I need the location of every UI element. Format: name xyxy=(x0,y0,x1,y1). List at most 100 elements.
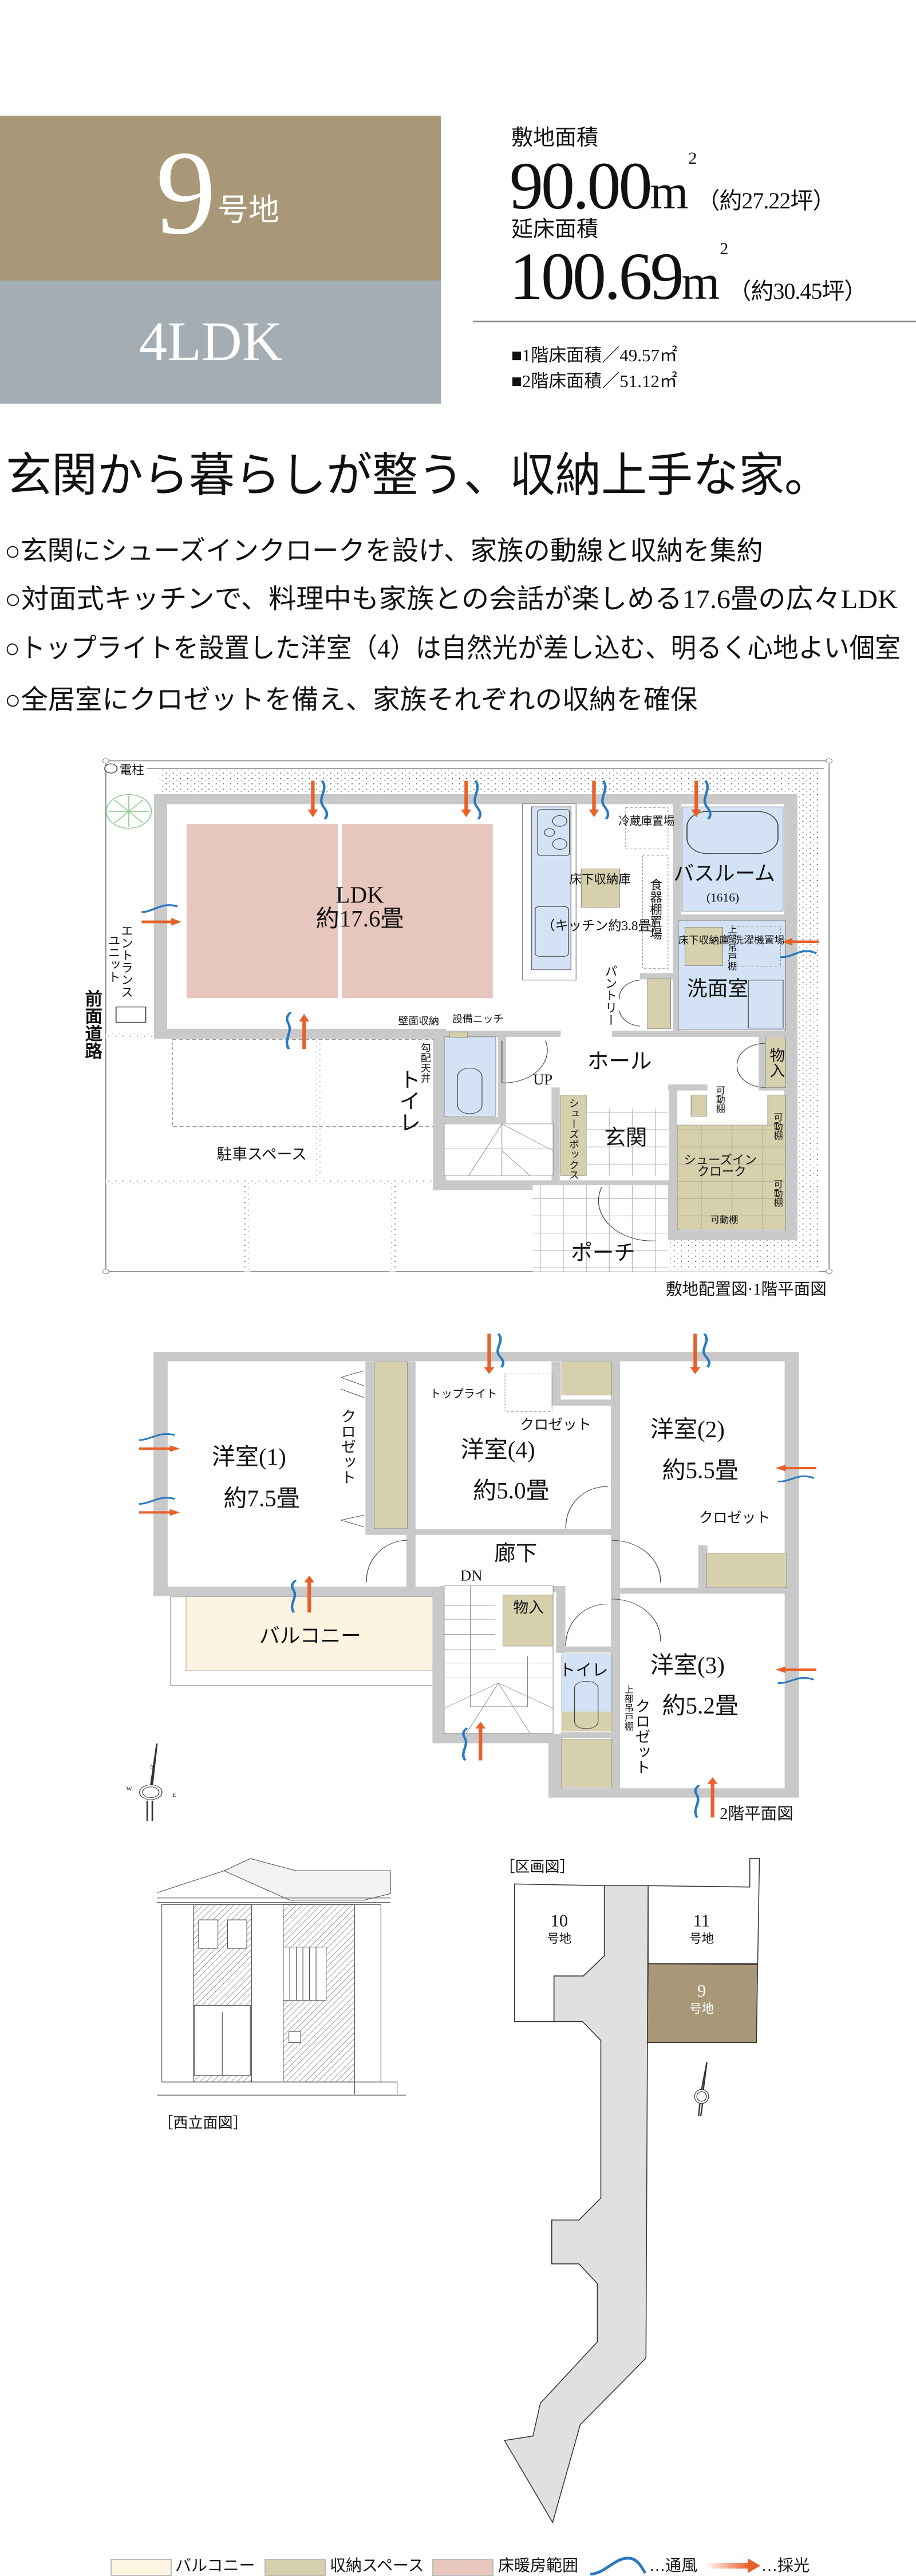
legend-label: 床暖房範囲 xyxy=(498,2557,579,2575)
stove-icon xyxy=(537,809,570,856)
toilet-icon xyxy=(457,1068,483,1114)
plan2-labels: 洋室(1) 約7.5畳 クロゼット トップライト クロゼット 洋室(4) 約5.… xyxy=(212,1388,793,1823)
airflow-light-arrows xyxy=(141,780,819,1050)
door-swings xyxy=(341,1370,661,1647)
district-map xyxy=(503,1858,760,2524)
compass-icon: N E W xyxy=(127,1743,176,1821)
site-area-value: 90.00 xyxy=(510,148,652,223)
storage-closet xyxy=(503,1595,554,1647)
closet-room4 xyxy=(561,1361,613,1396)
shoe-in-closet xyxy=(677,1125,786,1230)
stairs-lines xyxy=(444,1123,554,1176)
site-area-label: 敷地面積 xyxy=(511,126,599,150)
hallway-label: 廊下 xyxy=(494,1541,537,1565)
legend-swatch-storage xyxy=(264,2559,326,2576)
elevation-caption: ［西立面図］ xyxy=(159,2115,248,2132)
shelf-label: 可動棚 xyxy=(772,1113,783,1141)
airflow-light-arrows xyxy=(139,1333,816,1818)
toilet-label: トイレ xyxy=(396,1068,419,1133)
site-area-unit-sup: 2 xyxy=(688,149,697,168)
light-wind-arrow-icon xyxy=(484,1333,505,1374)
toilet-label: トイレ xyxy=(559,1662,609,1680)
room2-label: 洋室(2) xyxy=(650,1416,725,1442)
light-wind-arrow-icon xyxy=(690,1333,711,1374)
light-wind-arrow-icon xyxy=(461,1722,486,1761)
upper-cabinet-label: 上部吊戸棚 xyxy=(726,925,737,971)
stairs-lines xyxy=(444,1585,554,1734)
down-label: DN xyxy=(460,1567,483,1584)
cupboard-space xyxy=(642,855,669,969)
floor-heating-area xyxy=(342,824,493,999)
elevation-and-district: ［西立面図］ ［区画図］ 10 号地 11 号地 9 号地 xyxy=(157,1858,760,2524)
light-wind-arrow-icon xyxy=(775,1465,816,1482)
room1-label: 洋室(1) xyxy=(212,1443,286,1470)
light-wind-arrow-icon xyxy=(290,1575,315,1613)
feature-item: ○トップライトを設置した洋室（4）は自然光が差し込む、明るく心地よい個室 xyxy=(5,634,901,664)
feature-item: ○全居室にクロゼットを備え、家族それぞれの収納を確保 xyxy=(5,685,698,715)
divider xyxy=(473,321,916,322)
toplight-label: トップライト xyxy=(430,1388,498,1401)
lot-number: 9 xyxy=(156,127,216,259)
room4-size: 約5.0畳 xyxy=(473,1477,549,1504)
sink-icon xyxy=(535,906,569,957)
lot-9-number: 9 xyxy=(697,1981,706,2001)
compass-icon xyxy=(694,2062,709,2117)
plan1-caption: 敷地配置図·1階平面図 xyxy=(666,1280,827,1299)
wall-storage-label: 壁面収納 xyxy=(398,1015,439,1027)
feature-item: ○対面式キッチンで、料理中も家族との会話が楽しめる17.6畳の広々LDK xyxy=(5,585,898,614)
movable-shelf-small xyxy=(690,1095,707,1117)
utility-pole-icon xyxy=(104,763,118,774)
gravel xyxy=(105,769,819,1272)
entrance-unit-label: エントランス xyxy=(120,925,133,999)
legend-label: バルコニー xyxy=(175,2557,255,2575)
layout-type: 4LDK xyxy=(139,311,283,373)
lot-11-number: 11 xyxy=(693,1911,710,1931)
lot-10-number: 10 xyxy=(550,1911,568,1931)
closet-label: クロゼット xyxy=(520,1417,591,1433)
light-wind-arrow-icon xyxy=(694,1777,718,1818)
bathtub-icon xyxy=(686,811,779,854)
light-wind-arrow-icon xyxy=(780,938,819,958)
upper-cabinet-label: 上部吊戸棚 xyxy=(623,1685,634,1731)
storage-label: 物入 xyxy=(767,1047,784,1078)
door-swings xyxy=(502,980,765,1241)
west-elevation-drawing xyxy=(157,1858,406,2096)
light-wind-arrow-icon xyxy=(589,780,610,820)
wind-icon xyxy=(590,2557,646,2575)
lot-10-suffix: 号地 xyxy=(547,1932,571,1946)
washer-space xyxy=(737,926,781,967)
kitchen-label: （キッチン約3.8畳） xyxy=(542,919,665,934)
shoe-closet-label: シューズイン xyxy=(684,1153,756,1167)
room3-size: 約5.2畳 xyxy=(662,1692,738,1718)
hall-label: ホール xyxy=(587,1050,652,1074)
underfloor-label-2: 床下収納庫 xyxy=(678,934,729,946)
cupboard-label: 食器棚置場 xyxy=(649,878,662,940)
kitchen-counter-top xyxy=(531,806,571,971)
tree-icon xyxy=(105,794,152,829)
niche-label: 設備ニッチ xyxy=(452,1013,503,1024)
closet-label: クロゼット xyxy=(338,1409,356,1485)
balcony-label: バルコニー xyxy=(259,1624,361,1647)
closet-room3 xyxy=(561,1739,613,1788)
site-area: 90.00m2 （約27.22坪） xyxy=(510,149,835,220)
site-area-tsubo: （約27.22坪） xyxy=(697,188,835,214)
closet-label: クロゼット xyxy=(633,1698,650,1775)
plan2-caption: 2階平面図 xyxy=(720,1805,793,1823)
feature-item: ○玄関にシューズインクロークを設け、家族の動線と収納を集約 xyxy=(5,536,763,566)
fridge-label: 冷蔵庫置場 xyxy=(618,815,674,828)
floor-area: 100.69m2（約30.45坪） xyxy=(510,239,867,311)
sloped-ceiling-label: 勾配天井 xyxy=(420,1042,431,1083)
site-area-unit: m xyxy=(650,164,689,219)
site-boundary xyxy=(105,760,830,1272)
floor-area-tsubo: （約30.45坪） xyxy=(728,278,867,304)
legend-swatch-floor-heating xyxy=(432,2559,493,2576)
ldk-label: LDK xyxy=(335,882,384,908)
room3-label: 洋室(3) xyxy=(650,1652,725,1678)
toilet-icon xyxy=(574,1681,599,1729)
bathroom xyxy=(681,806,784,912)
stairs xyxy=(444,1123,554,1176)
shoe-closet-label: クローク xyxy=(697,1165,747,1178)
pantry-label: パントリー xyxy=(603,965,617,1026)
porch-floor xyxy=(532,1185,668,1272)
up-label: UP xyxy=(533,1071,552,1088)
